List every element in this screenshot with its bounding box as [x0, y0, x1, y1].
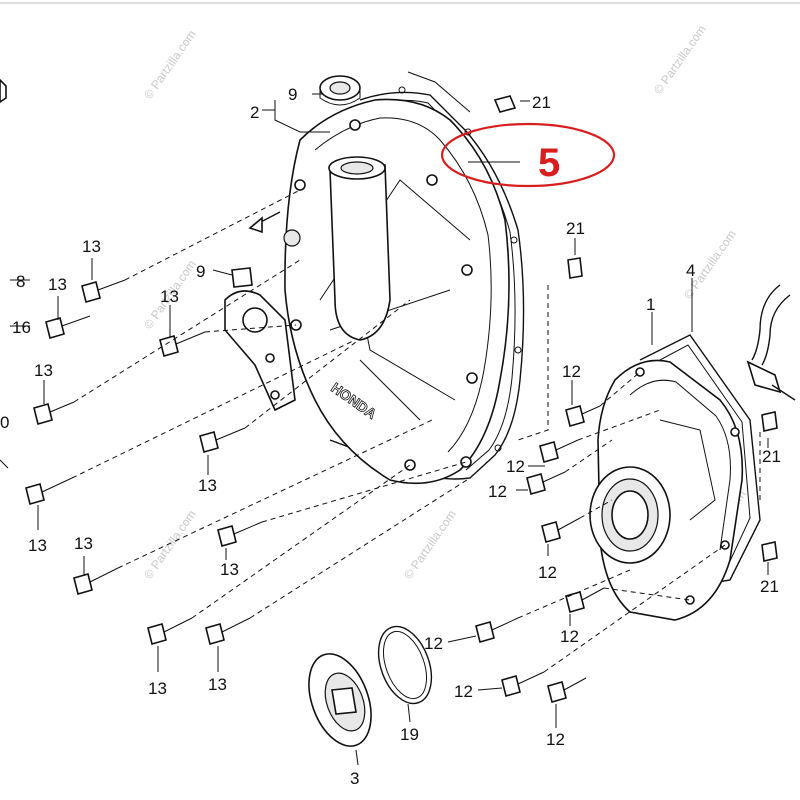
bracket-9 [224, 267, 296, 412]
callout-label: 13 [198, 476, 217, 495]
bolt [33, 259, 301, 425]
bolt-group-12 [475, 371, 726, 703]
bolt [526, 439, 613, 495]
callout-label: 13 [82, 237, 101, 256]
bolt [547, 677, 587, 703]
gasket-5 [329, 91, 525, 480]
bolt [565, 587, 691, 613]
clutch-cover-right [589, 334, 761, 621]
watermark: © Partzilla.com [141, 507, 199, 581]
callout-label: 12 [546, 730, 565, 749]
bolt [217, 461, 467, 547]
watermark: © Partzilla.com [651, 22, 709, 96]
callout-label: 13 [148, 679, 167, 698]
bolt-group-13 [25, 189, 471, 645]
bolt [73, 419, 433, 595]
callout-label: 21 [760, 577, 779, 596]
callout-label: 13 [28, 536, 47, 555]
callout-label: 12 [562, 362, 581, 381]
callout-label: 12 [454, 682, 473, 701]
callout-label: 12 [538, 563, 557, 582]
callout-label: 21 [566, 219, 585, 238]
bolt [147, 464, 411, 645]
callout-labels: 9 2 21 21 8 16 0 1 4 3 19 13 13 13 13 13… [0, 85, 781, 788]
bolt [159, 324, 297, 357]
callout-label: 12 [560, 627, 579, 646]
cover-body [284, 98, 510, 485]
callout-label: 13 [74, 534, 93, 553]
watermark: © Partzilla.com [401, 507, 459, 581]
bolt [539, 409, 661, 463]
callout-label: 12 [424, 634, 443, 653]
callout-label: 3 [350, 769, 359, 788]
bolt [565, 371, 641, 427]
callout-label: 2 [250, 103, 259, 122]
callout-label: 0 [0, 413, 9, 432]
callout-label: 12 [488, 482, 507, 501]
highlight-callout: 5 [440, 122, 616, 188]
bolt [81, 189, 301, 303]
crankcase-cover-left: HONDA [284, 86, 525, 485]
bolt [45, 315, 91, 339]
bolt [25, 339, 356, 505]
callout-label: 4 [686, 261, 695, 280]
bolt [475, 569, 631, 643]
callout-label: 19 [400, 725, 419, 744]
dowel-pins [493, 95, 778, 562]
callout-label: 13 [48, 275, 67, 294]
bolt [199, 299, 411, 453]
callout-label: 16 [12, 318, 31, 337]
watermark: © Partzilla.com [141, 27, 199, 101]
breather-hose [746, 284, 796, 401]
callout-label: 12 [506, 457, 525, 476]
bolt [205, 477, 471, 645]
callout-label: 1 [646, 295, 655, 314]
callout-label: 8 [16, 272, 25, 291]
callout-label: 21 [762, 447, 781, 466]
callout-label: 13 [160, 287, 179, 306]
leader-lines [10, 71, 769, 766]
oil-seal-18 [319, 75, 361, 106]
callout-label: 9 [288, 85, 297, 104]
callout-label: 13 [34, 361, 53, 380]
highlight-label: 5 [538, 141, 560, 185]
callout-label: 9 [196, 262, 205, 281]
highlight-ellipse [440, 122, 616, 188]
bolt [541, 499, 613, 543]
callout-label: 13 [208, 675, 227, 694]
timing-cap-3 [308, 653, 372, 747]
o-ring-19 [377, 625, 433, 705]
callout-label: 21 [532, 93, 551, 112]
callout-label: 13 [220, 560, 239, 579]
bolt [501, 544, 726, 697]
